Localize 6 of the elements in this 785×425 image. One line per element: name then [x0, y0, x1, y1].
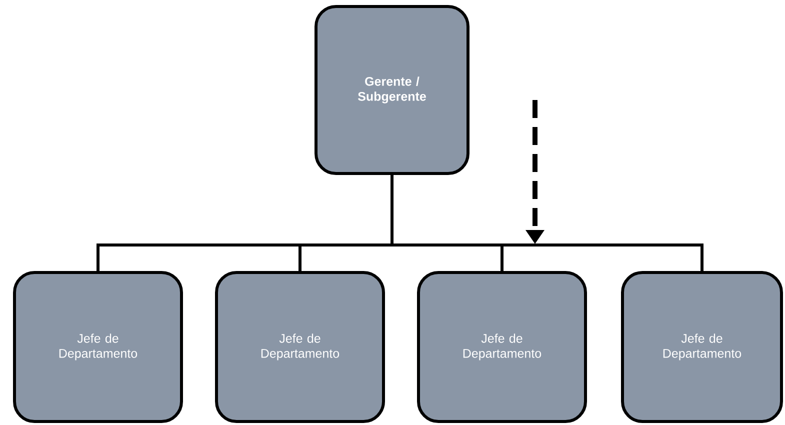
connector-line: [390, 175, 704, 271]
department-box: Jefe de Departamento: [621, 271, 783, 423]
manager-box: Gerente / Subgerente: [314, 5, 470, 175]
department-box: Jefe de Departamento: [13, 271, 183, 423]
department-box: Jefe de Departamento: [215, 271, 385, 423]
department-box: Jefe de Departamento: [417, 271, 587, 423]
